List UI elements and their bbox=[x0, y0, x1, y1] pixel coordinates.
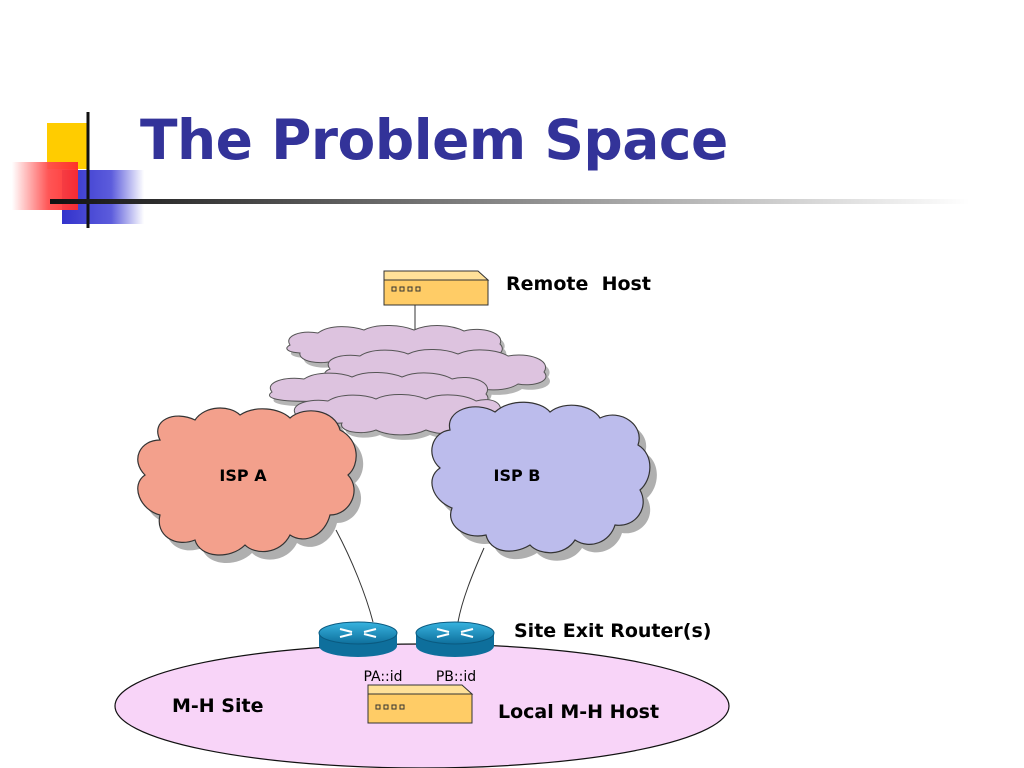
local-host-label: Local M-H Host bbox=[498, 701, 659, 723]
isp-b-cloud bbox=[431, 401, 657, 561]
isp-a-cloud bbox=[137, 407, 364, 564]
page-title: The Problem Space bbox=[140, 108, 728, 172]
router-a-icon bbox=[318, 621, 398, 657]
title-underline bbox=[50, 199, 970, 204]
remote-host-label: Remote Host bbox=[506, 273, 651, 295]
router-b-icon bbox=[415, 621, 495, 657]
isp-b-link bbox=[457, 547, 485, 623]
logo-yellow-square bbox=[47, 123, 89, 169]
site-exit-routers-label: Site Exit Router(s) bbox=[514, 620, 711, 642]
isp-a-link bbox=[335, 529, 374, 623]
prefix-a-label: PA::id bbox=[363, 669, 402, 685]
isp-b-label: ISP B bbox=[494, 466, 541, 485]
remote-host-icon bbox=[383, 270, 490, 306]
isp-a-label: ISP A bbox=[219, 466, 267, 485]
internet-cloud bbox=[269, 325, 550, 440]
mh-site-label: M-H Site bbox=[172, 695, 263, 717]
local-host-icon bbox=[367, 684, 474, 724]
prefix-b-label: PB::id bbox=[436, 669, 476, 685]
